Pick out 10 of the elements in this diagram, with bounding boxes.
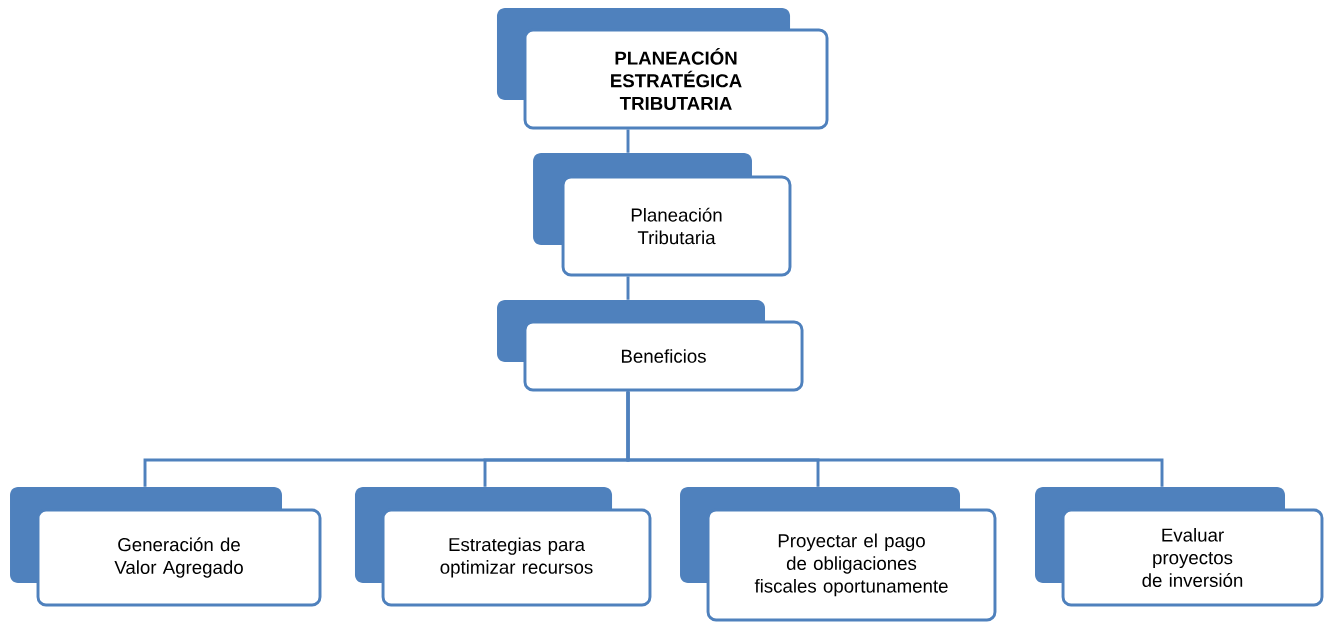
process-box: Generación de Valor Agregado [10,487,322,607]
process-box: Evaluar proyectos de inversión [1035,487,1324,607]
connector-line [626,391,1164,487]
process-box: Estrategias para optimizar recursos [355,487,652,607]
process-box: Beneficios [497,300,804,392]
process-box: Planeación Tributaria [533,153,792,277]
connector-line [626,276,630,300]
process-box: Proyectar el pago de obligaciones fiscales oportunamente [680,487,997,622]
connector-line [626,129,630,153]
process-box: PLANEACIÓN ESTRATÉGICA TRIBUTARIA [497,8,829,130]
